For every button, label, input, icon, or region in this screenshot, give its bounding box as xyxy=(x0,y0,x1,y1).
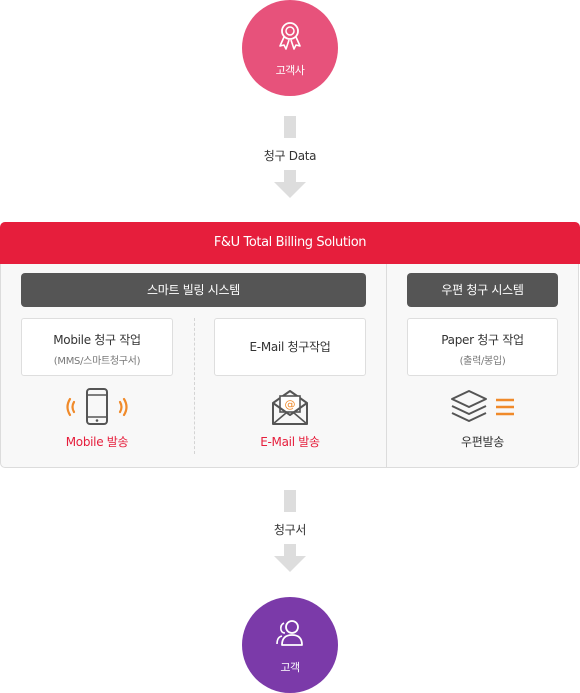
client-company-node: 고객사 xyxy=(242,0,338,96)
customer-label: 고객 xyxy=(280,661,300,674)
email-billing-title: E-Mail 청구작업 xyxy=(249,340,331,354)
dashed-divider xyxy=(194,318,195,454)
flow-connector xyxy=(284,116,296,138)
paper-billing-card: Paper 청구 작업 (출력/봉입) xyxy=(407,318,558,376)
billing-data-label: 청구 Data xyxy=(263,149,317,163)
mobile-billing-title: Mobile 청구 작업 xyxy=(53,333,141,347)
mobile-billing-card: Mobile 청구 작업 (MMS/스마트청구서) xyxy=(21,318,173,376)
flow-connector xyxy=(284,490,296,512)
solution-title: F&U Total Billing Solution xyxy=(0,222,580,264)
down-arrow-icon xyxy=(274,182,306,198)
paper-billing-subtitle: (출력/봉입) xyxy=(459,356,506,367)
award-ribbon-icon xyxy=(279,22,301,50)
email-billing-card: E-Mail 청구작업 xyxy=(214,318,366,376)
users-icon xyxy=(276,620,303,646)
email-send-label: E-Mail 발송 xyxy=(260,435,320,449)
layers-stack-icon xyxy=(451,390,514,422)
smart-billing-system-title: 스마트 빌링 시스템 xyxy=(21,273,366,307)
customer-node: 고객 xyxy=(242,597,338,693)
system-divider xyxy=(386,264,387,468)
email-envelope-icon: @ xyxy=(272,390,308,425)
paper-billing-title: Paper 청구 작업 xyxy=(441,333,524,347)
mobile-send-label: Mobile 발송 xyxy=(65,435,129,449)
flow-connector xyxy=(284,544,296,556)
postal-billing-system-title: 우편 청구 시스템 xyxy=(407,273,558,307)
svg-text:@: @ xyxy=(285,398,296,411)
mobile-phone-signal-icon xyxy=(66,388,128,425)
down-arrow-icon xyxy=(274,556,306,572)
flow-connector xyxy=(284,170,296,182)
bill-label: 청구서 xyxy=(273,523,307,537)
mobile-billing-subtitle: (MMS/스마트청구서) xyxy=(53,356,141,367)
postal-send-label: 우편발송 xyxy=(461,435,504,449)
client-company-label: 고객사 xyxy=(275,64,305,77)
